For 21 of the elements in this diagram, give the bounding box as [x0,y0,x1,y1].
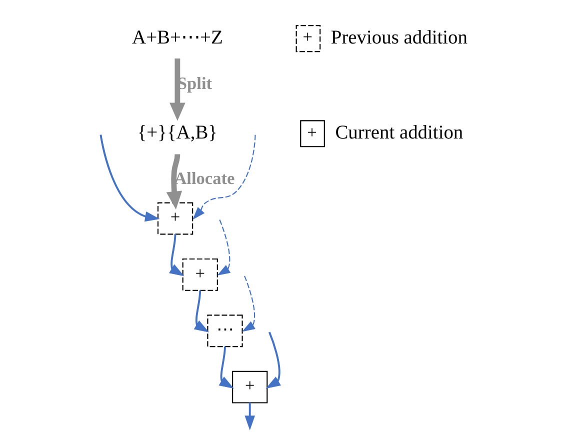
node-box: + [182,258,218,291]
arrow [169,58,185,121]
arrow [244,402,254,430]
arrow [216,220,230,276]
node-text: A+B+⋯+Z [132,27,222,48]
arrow [99,134,160,222]
node-box: + [232,370,268,404]
arrow [192,134,256,220]
node-box: + [156,202,193,235]
arrow [168,234,184,276]
arrow [193,290,209,332]
arrow [265,332,280,389]
label: + [302,28,312,47]
arrow [218,346,234,389]
legend-label: Previous addition [330,27,468,48]
legend-label: Current addition [334,122,463,144]
node-box: ⋯ [206,314,242,348]
arrow [241,276,255,332]
label: + [306,122,316,142]
node-text: {+}{A,B} [136,122,218,144]
arrow [166,154,182,210]
